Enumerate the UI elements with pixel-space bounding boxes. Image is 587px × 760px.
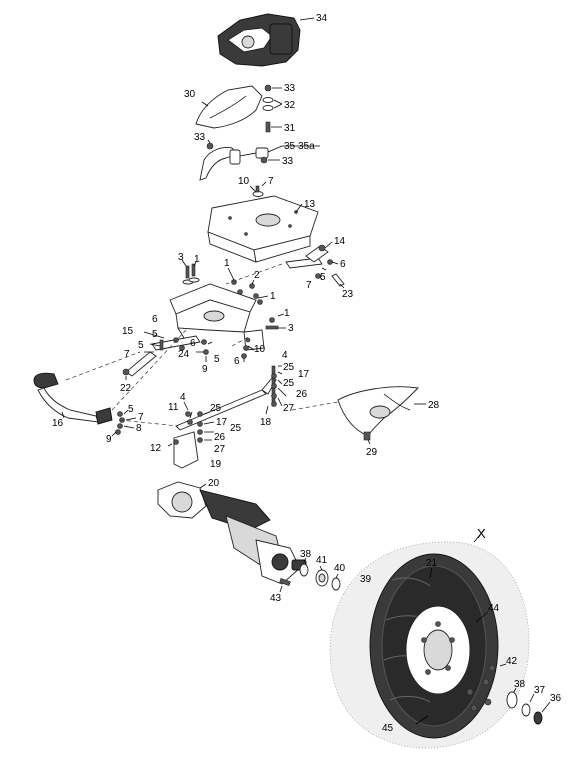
callout-label: 5 — [320, 272, 326, 283]
callout-labels: 34 30 33 32 31 33 35 35a 33 10 7 13 14 6… — [52, 13, 562, 734]
callout-label: 13 — [304, 199, 316, 210]
callout-label: 27 — [283, 403, 295, 414]
callout-label: 25 — [210, 403, 222, 414]
lug-hardware — [466, 663, 551, 725]
engine-cover — [195, 85, 263, 129]
callout-label: 26 — [296, 389, 308, 400]
engine-assembly — [217, 13, 315, 67]
callout-label: 6 — [234, 356, 240, 367]
callout-label: 10 — [238, 176, 250, 187]
callout-label: 10 — [254, 344, 266, 355]
callout-label: 7 — [306, 280, 312, 291]
cover-hardware — [262, 84, 283, 133]
callout-label: 16 — [52, 418, 64, 429]
callout-label: 18 — [260, 417, 272, 428]
callout-label: 41 — [316, 555, 328, 566]
hardware-10-7 — [249, 181, 267, 197]
callout-label: 30 — [184, 89, 196, 100]
callout-label: 19 — [210, 459, 222, 470]
callout-label: 8 — [136, 423, 142, 434]
callout-label: 38 — [300, 549, 312, 560]
callout-label: 38 — [514, 679, 526, 690]
throttle-bracket — [199, 139, 320, 181]
callout-label: 9 — [202, 364, 208, 375]
assembly-guide-lines — [65, 263, 339, 427]
mount-bracket — [169, 283, 265, 351]
control-plate — [207, 195, 319, 263]
callout-label: 17 — [298, 369, 310, 380]
callout-label: 1 — [270, 291, 276, 302]
callout-label: 5 — [138, 340, 144, 351]
callout-label: 32 — [284, 100, 296, 111]
deck-shield — [337, 386, 426, 445]
callout-label: 23 — [342, 289, 354, 300]
callout-label: 45 — [382, 723, 394, 734]
callout-label: 42 — [506, 656, 518, 667]
callout-label: 33 — [282, 156, 294, 167]
callout-label: 37 — [534, 685, 546, 696]
callout-label: 43 — [270, 593, 282, 604]
callout-label: 26 — [214, 432, 226, 443]
callout-label: 12 — [150, 443, 162, 454]
callout-label: 5 — [128, 404, 134, 415]
callout-label: 1 — [194, 254, 200, 265]
callout-label: 44 — [488, 603, 500, 614]
callout-label: 9 — [106, 434, 112, 445]
callout-label: 5 — [152, 329, 158, 340]
transaxle — [157, 481, 307, 585]
steering-lever — [33, 372, 113, 425]
callout-label: 36 — [550, 693, 562, 704]
callout-label: 35 — [284, 141, 296, 152]
callout-label: 1 — [284, 308, 290, 319]
callout-label: 39 — [360, 574, 372, 585]
callout-label: 22 — [120, 383, 132, 394]
callout-label: 6 — [190, 338, 196, 349]
steering-linkage-right — [285, 241, 345, 289]
callout-label: 24 — [178, 349, 190, 360]
callout-label: 33 — [194, 132, 206, 143]
callout-label: 6 — [340, 259, 346, 270]
pivot-bracket — [167, 401, 215, 469]
callout-label: 3 — [288, 323, 294, 334]
callout-label: 34 — [316, 13, 328, 24]
control-rod — [175, 365, 287, 431]
callout-label: 7 — [124, 349, 130, 360]
callout-label: 40 — [334, 563, 346, 574]
callout-label: 1 — [224, 258, 230, 269]
callout-label: 33 — [284, 83, 296, 94]
hardware-cluster-right — [241, 313, 286, 362]
callout-label: 21 — [426, 558, 438, 569]
callout-label: 31 — [284, 123, 296, 134]
callout-label: 4 — [180, 392, 186, 403]
callout-label: 25 — [283, 362, 295, 373]
callout-label: 4 — [282, 350, 288, 361]
callout-label: 27 — [214, 444, 226, 455]
callout-label: 20 — [208, 478, 220, 489]
callout-label: 7 — [138, 412, 144, 423]
callout-label: 29 — [366, 447, 378, 458]
view-marker-label: X — [477, 526, 486, 541]
callout-label: 6 — [152, 314, 158, 325]
callout-label: 5 — [214, 354, 220, 365]
callout-label: 35a — [298, 141, 315, 152]
callout-label: 25 — [230, 423, 242, 434]
callout-label: 14 — [334, 236, 346, 247]
callout-label: 17 — [216, 417, 228, 428]
steering-linkage-left — [122, 327, 213, 380]
callout-label: 25 — [283, 378, 295, 389]
callout-label: 7 — [268, 176, 274, 187]
callout-label: 28 — [428, 400, 440, 411]
callout-label: 3 — [178, 252, 184, 263]
rear-wheel-assembly — [329, 529, 530, 749]
callout-label: 11 — [168, 402, 179, 413]
callout-label: 2 — [254, 270, 260, 281]
callout-label: 15 — [122, 326, 134, 337]
